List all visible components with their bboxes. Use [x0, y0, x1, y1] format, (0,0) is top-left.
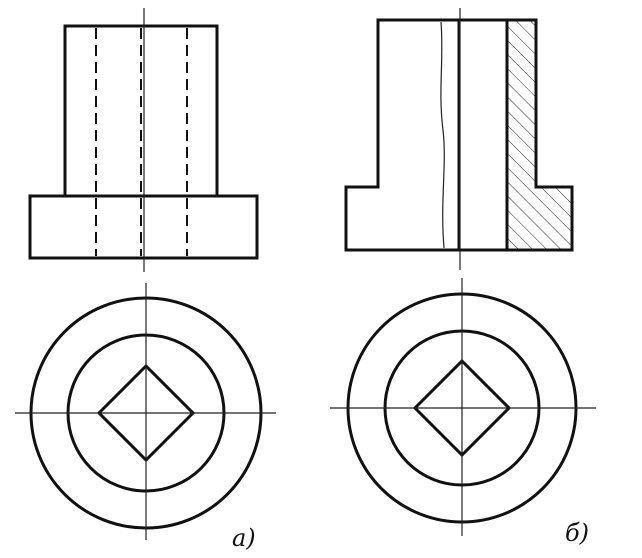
figure-b-break-line	[440, 21, 445, 249]
figure-a-label: а)	[232, 524, 256, 552]
figure-b-outer-contour	[344, 18, 574, 252]
figure-b-top-view	[330, 278, 596, 536]
figure-b: б)	[330, 8, 596, 547]
figure-b-label: б)	[565, 519, 589, 547]
figure-a: а)	[15, 8, 276, 552]
figure-a-top-view	[15, 283, 276, 540]
figure-b-front-view	[344, 8, 574, 270]
figure-b-section-hatching	[507, 20, 572, 250]
figure-a-front-view	[28, 8, 259, 272]
